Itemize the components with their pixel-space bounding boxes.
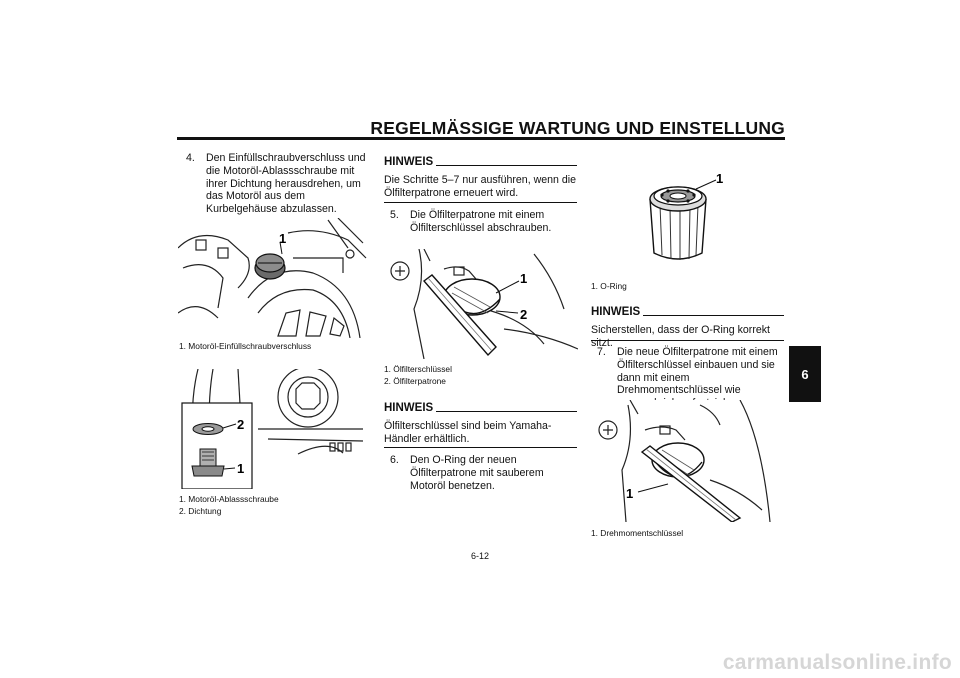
- step-number: 4.: [186, 152, 195, 164]
- callout-2: 2: [237, 417, 244, 432]
- step-text: Den Einfüllschraubverschluss und die Mot…: [206, 152, 366, 216]
- step-7: 7. Die neue Ölfilterpatrone mit einem Öl…: [597, 346, 786, 409]
- header-rule: [177, 137, 785, 140]
- callout-2: 2: [520, 307, 527, 322]
- hinweis-heading: HINWEIS: [384, 402, 577, 414]
- hinweis-end-rule: [591, 340, 784, 341]
- page-number: 6-12: [470, 551, 489, 561]
- figure-oil-filter-o-ring: 1: [590, 165, 784, 275]
- figure-caption-2: 2. Dichtung: [179, 506, 222, 516]
- section-tab[interactable]: 6: [789, 346, 821, 402]
- hinweis-heading-text: HINWEIS: [384, 156, 434, 168]
- step-number: 7.: [597, 346, 606, 358]
- hinweis-heading-text: HINWEIS: [591, 306, 641, 318]
- hinweis-text: Die Schritte 5–7 nur ausführen, wenn die…: [384, 174, 576, 199]
- figure-caption-1: 1. Ölfilterschlüssel: [384, 364, 452, 374]
- figure-caption: 1. Motoröl-Einfüllschraubverschluss: [179, 341, 312, 351]
- hinweis-text: Ölfilterschlüssel sind beim Yamaha-Händl…: [384, 420, 552, 445]
- callout-1: 1: [237, 461, 244, 476]
- hinweis-heading: HINWEIS: [384, 156, 577, 168]
- step-5: 5. Die Ölfilterpatrone mit einem Ölfilte…: [390, 209, 578, 237]
- hinweis-heading: HINWEIS: [591, 306, 784, 318]
- figure-oil-filler-cap: 1: [178, 218, 368, 338]
- hinweis-rule: [643, 315, 784, 316]
- figure-drain-bolt: 2 1: [178, 369, 368, 489]
- figure-oil-filter-wrench: 1 2: [384, 249, 578, 359]
- figure-caption: 1. Drehmomentschlüssel: [591, 528, 684, 538]
- callout-1: 1: [279, 231, 286, 246]
- step-text: Die Ölfilterpatrone mit einem Ölfiltersc…: [410, 209, 552, 234]
- hinweis-rule: [436, 165, 577, 166]
- hinweis-end-rule: [384, 447, 577, 448]
- callout-1: 1: [716, 171, 723, 186]
- step-text: Die neue Ölfilterpatrone mit einem Ölfil…: [617, 346, 778, 409]
- figure-caption-2: 2. Ölfilterpatrone: [384, 376, 446, 386]
- step-text: Den O-Ring der neuen Ölfilterpatrone mit…: [410, 454, 544, 492]
- hinweis-end-rule: [384, 202, 577, 203]
- step-number: 5.: [390, 209, 399, 221]
- step-number: 6.: [390, 454, 399, 466]
- callout-1: 1: [626, 486, 633, 501]
- step-6: 6. Den O-Ring der neuen Ölfilterpatrone …: [390, 454, 580, 492]
- hinweis-text: Sicherstellen, dass der O-Ring korrekt s…: [591, 324, 770, 349]
- page-title: REGELMÄSSIGE WARTUNG UND EINSTELLUNG: [370, 118, 785, 138]
- figure-torque-wrench: 1: [590, 400, 784, 522]
- callout-1: 1: [520, 271, 527, 286]
- watermark: carmanualsonline.info: [722, 651, 952, 674]
- hinweis-heading-text: HINWEIS: [384, 402, 434, 414]
- step-4: 4. Den Einfüllschraubverschluss und die …: [186, 152, 370, 218]
- hinweis-rule: [436, 411, 577, 412]
- figure-caption-1: 1. Motoröl-Ablassschraube: [179, 494, 279, 504]
- figure-caption: 1. O-Ring: [591, 281, 627, 291]
